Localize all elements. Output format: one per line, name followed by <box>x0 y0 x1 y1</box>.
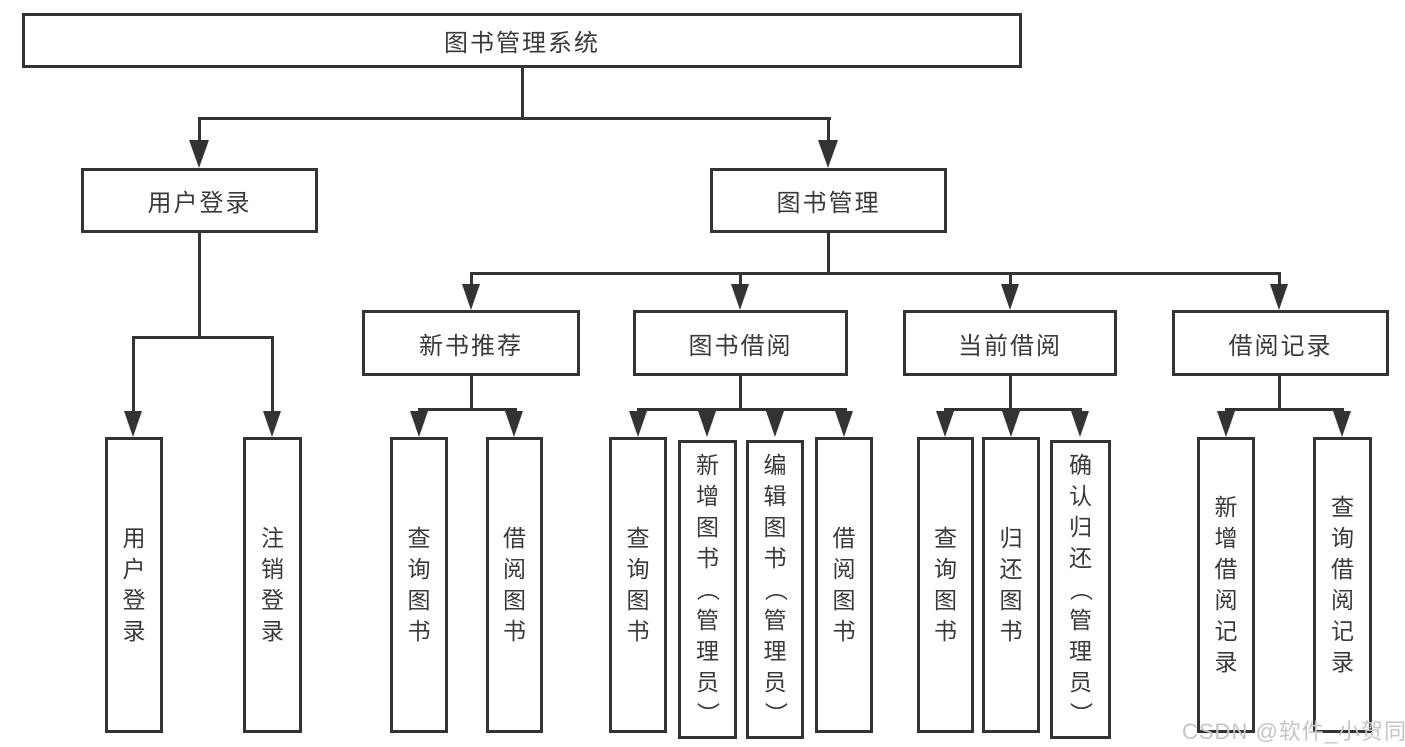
node-book-borrowing: 图书借阅 <box>633 310 848 376</box>
node-borrowing-records: 借阅记录 <box>1172 310 1389 376</box>
arrow-down-icon <box>766 411 784 437</box>
connector-arm <box>1009 275 1012 285</box>
connector-stem <box>1278 376 1281 411</box>
leaf-logout: 注销登录 <box>243 437 302 733</box>
arrow-down-icon <box>698 411 716 437</box>
arrow-down-icon <box>936 411 954 437</box>
arrow-down-icon <box>505 411 523 437</box>
node-current-borrowing: 当前借阅 <box>903 310 1117 376</box>
arrow-down-icon <box>410 411 428 437</box>
arrow-down-icon <box>629 411 647 437</box>
leaf-edit-books-admin: 编辑图书（管理员） <box>746 440 804 739</box>
connector-book-management-stem <box>827 233 830 275</box>
connector-branch <box>944 408 1082 411</box>
arrow-down-icon <box>1002 411 1020 437</box>
connector-arm <box>827 120 830 142</box>
connector-branch <box>418 408 517 411</box>
connector-root-branch <box>198 117 831 120</box>
leaf-query-books-recommendation: 查询图书 <box>390 437 448 733</box>
connector-stem <box>739 376 742 411</box>
connector-arm <box>198 120 201 142</box>
connector-root-stem <box>521 68 524 120</box>
arrow-down-icon <box>462 284 480 310</box>
connector-user-login-stem <box>198 233 201 339</box>
arrow-down-icon <box>1217 411 1235 437</box>
arrow-down-icon <box>124 411 142 437</box>
connector-stem <box>470 376 473 411</box>
connector-arm <box>132 339 135 413</box>
connector-arm <box>271 339 274 413</box>
arrow-down-icon <box>263 411 281 437</box>
node-new-book-recommendation: 新书推荐 <box>362 310 580 376</box>
connector-branch <box>637 408 847 411</box>
node-user-login: 用户登录 <box>81 168 318 233</box>
node-library-management-system: 图书管理系统 <box>22 13 1022 68</box>
leaf-user-login: 用户登录 <box>105 437 163 733</box>
node-book-management: 图书管理 <box>710 168 947 233</box>
leaf-query-borrow-record: 查询借阅记录 <box>1313 437 1372 733</box>
arrow-down-icon <box>1333 411 1351 437</box>
arrow-down-icon <box>1270 284 1288 310</box>
arrow-down-icon <box>1001 284 1019 310</box>
connector-arm <box>739 275 742 285</box>
arrow-down-icon <box>189 140 209 168</box>
connector-arm <box>1278 275 1281 285</box>
leaf-borrow-books-borrowing: 借阅图书 <box>815 437 873 733</box>
connector-book-management-branch <box>470 272 1281 275</box>
watermark: CSDN @软件_小贺同学 <box>1182 719 1405 744</box>
connector-stem <box>1009 376 1012 411</box>
leaf-return-books: 归还图书 <box>982 437 1040 733</box>
leaf-add-books-admin: 新增图书（管理员） <box>678 440 737 739</box>
leaf-borrow-books-recommendation: 借阅图书 <box>486 437 543 733</box>
leaf-query-books-borrowing: 查询图书 <box>609 437 667 733</box>
arrow-down-icon <box>1071 411 1089 437</box>
arrow-down-icon <box>731 284 749 310</box>
connector-branch <box>1225 408 1344 411</box>
arrow-down-icon <box>835 411 853 437</box>
leaf-add-borrow-record: 新增借阅记录 <box>1197 437 1255 733</box>
leaf-query-books-current: 查询图书 <box>917 437 974 733</box>
arrow-down-icon <box>818 140 838 168</box>
connector-user-login-branch <box>132 336 274 339</box>
leaf-confirm-return-admin: 确认归还（管理员） <box>1050 440 1111 739</box>
connector-arm <box>470 275 473 285</box>
